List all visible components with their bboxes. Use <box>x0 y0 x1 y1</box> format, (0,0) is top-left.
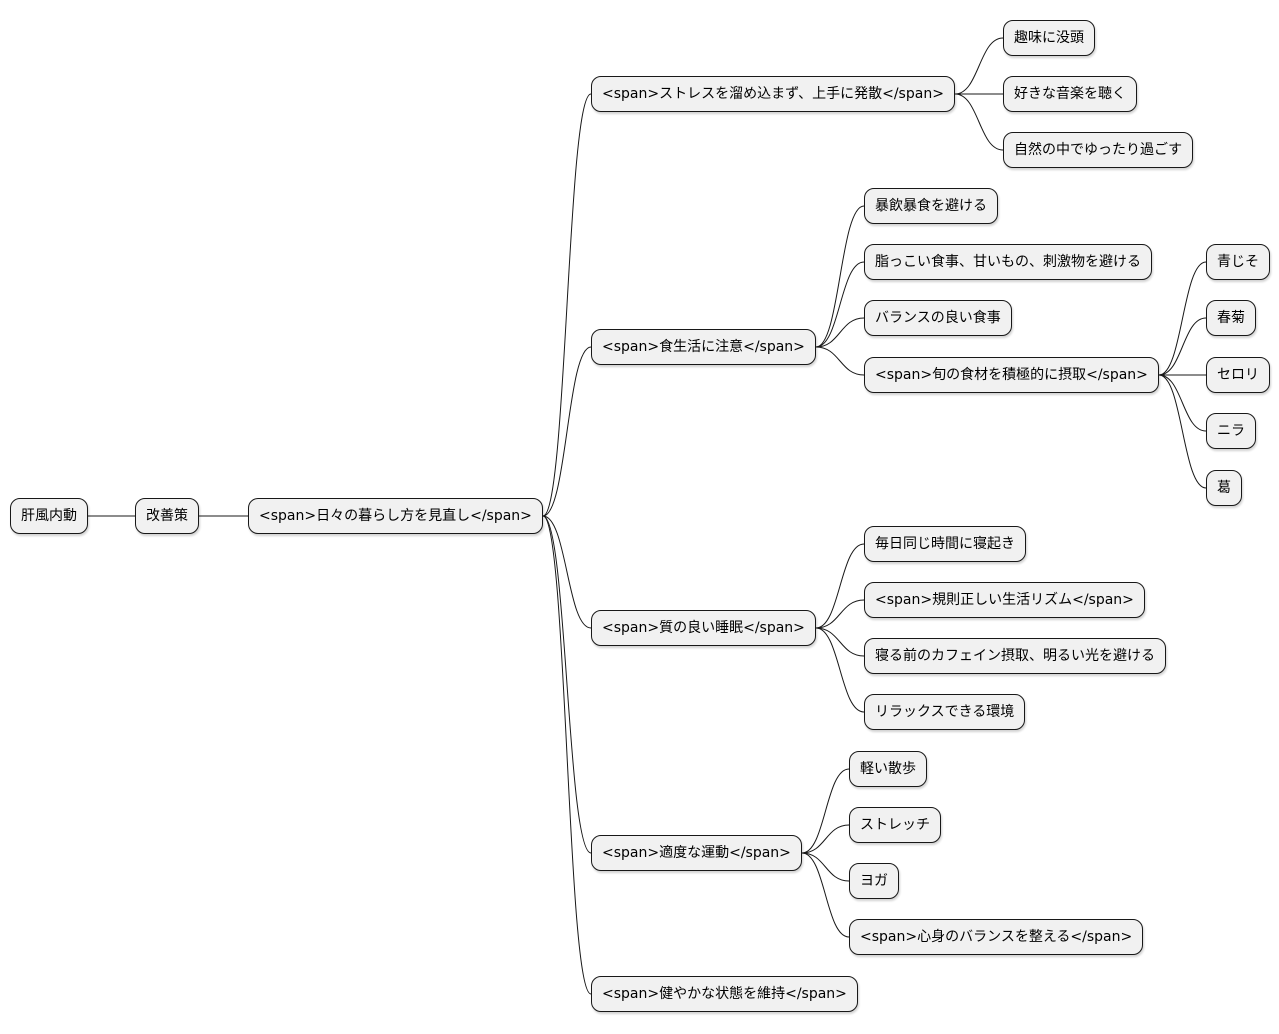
mindmap-node: 葛 <box>1206 470 1242 506</box>
connector-line <box>815 627 865 657</box>
connector-line <box>1158 317 1207 376</box>
mindmap-node: 暴飲暴食を避ける <box>864 188 998 224</box>
mindmap-node: <span>規則正しい生活リズム</span> <box>864 582 1145 618</box>
connector-line <box>542 515 592 995</box>
mindmap-node: セロリ <box>1206 357 1270 393</box>
mindmap-node: 寝る前のカフェイン摂取、明るい光を避ける <box>864 638 1166 674</box>
mindmap-node: 脂っこい食事、甘いもの、刺激物を避ける <box>864 244 1152 280</box>
mindmap-node: <span>心身のバランスを整える</span> <box>849 919 1144 955</box>
mindmap-node: 春菊 <box>1206 300 1256 336</box>
mindmap-node: ニラ <box>1206 413 1256 449</box>
mindmap-node: 改善策 <box>135 498 199 534</box>
connector-line <box>542 515 592 854</box>
mindmap-node: 趣味に没頭 <box>1003 20 1095 56</box>
connector-line <box>815 205 865 348</box>
mindmap-node: 毎日同じ時間に寝起き <box>864 526 1026 562</box>
connector-line <box>1158 374 1207 432</box>
connector-line <box>1158 374 1207 489</box>
connector-line <box>1158 261 1207 376</box>
connector-line <box>815 261 865 348</box>
connector-line <box>954 37 1004 95</box>
mindmap-node: 自然の中でゆったり過ごす <box>1003 132 1194 168</box>
connector-line <box>542 93 592 517</box>
connector-line <box>801 824 850 854</box>
mindmap-node: <span>適度な運動</span> <box>591 835 802 871</box>
mindmap-node: 肝風内動 <box>10 498 88 534</box>
mindmap-node: 青じそ <box>1206 244 1270 280</box>
connector-line <box>801 852 850 938</box>
connector-line <box>801 768 850 854</box>
mindmap-node: <span>ストレスを溜め込まず、上手に発散</span> <box>591 76 955 112</box>
mindmap-node: 好きな音楽を聴く <box>1003 76 1137 112</box>
mindmap-node: <span>食生活に注意</span> <box>591 329 816 365</box>
connector-line <box>954 93 1004 151</box>
mindmap-node: <span>日々の暮らし方を見直し</span> <box>248 498 543 534</box>
connector-line <box>542 515 592 629</box>
connector-line <box>815 543 865 629</box>
mindmap-node: バランスの良い食事 <box>864 300 1012 336</box>
connector-line <box>815 346 865 376</box>
mindmap-node: <span>旬の食材を積極的に摂取</span> <box>864 357 1159 393</box>
mindmap-node: <span>質の良い睡眠</span> <box>591 610 816 646</box>
mindmap-node: リラックスできる環境 <box>864 694 1026 730</box>
mindmap-node: 軽い散歩 <box>849 751 927 787</box>
connector-line <box>815 627 865 713</box>
mindmap-node: ヨガ <box>849 863 899 899</box>
connector-line <box>801 852 850 882</box>
connector-line <box>815 599 865 629</box>
connector-line <box>815 317 865 348</box>
mindmap-node: ストレッチ <box>849 807 941 843</box>
connector-line <box>542 346 592 517</box>
mindmap-node: <span>健やかな状態を維持</span> <box>591 976 858 1012</box>
